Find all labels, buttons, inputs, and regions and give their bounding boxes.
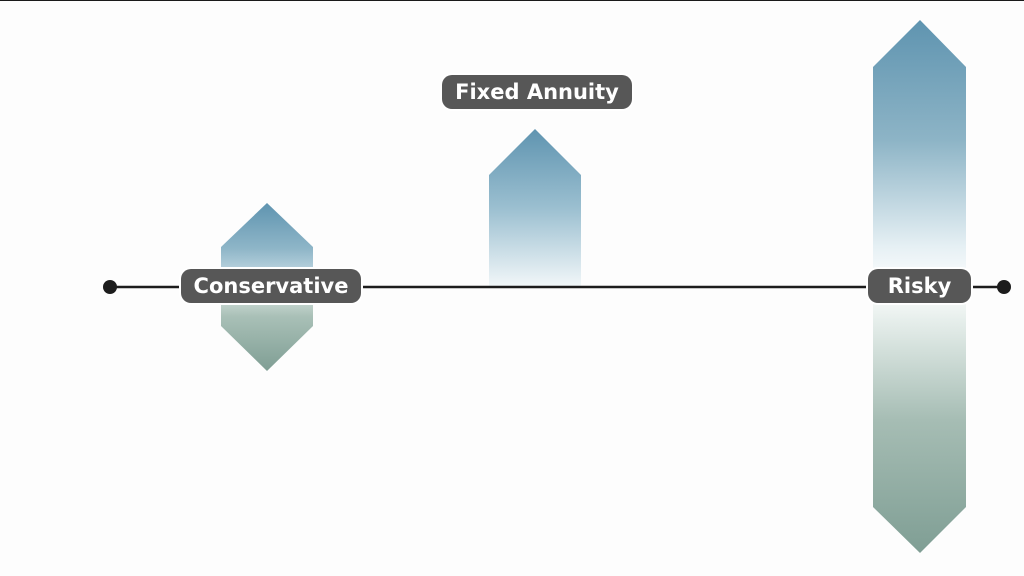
conservative-label: Conservative (181, 269, 361, 303)
fixed-annuity-upside-arrow (489, 129, 581, 287)
risky-upside-arrow (873, 20, 966, 287)
fixed-annuity-label: Fixed Annuity (442, 75, 632, 109)
conservative-upside-arrow (221, 203, 313, 287)
axis-left-endpoint (103, 280, 117, 294)
axis-right-endpoint (997, 280, 1011, 294)
conservative-downside-arrow (221, 287, 313, 371)
risky-label: Risky (868, 269, 971, 303)
top-border (0, 0, 1024, 1)
risky-downside-arrow (873, 287, 966, 553)
